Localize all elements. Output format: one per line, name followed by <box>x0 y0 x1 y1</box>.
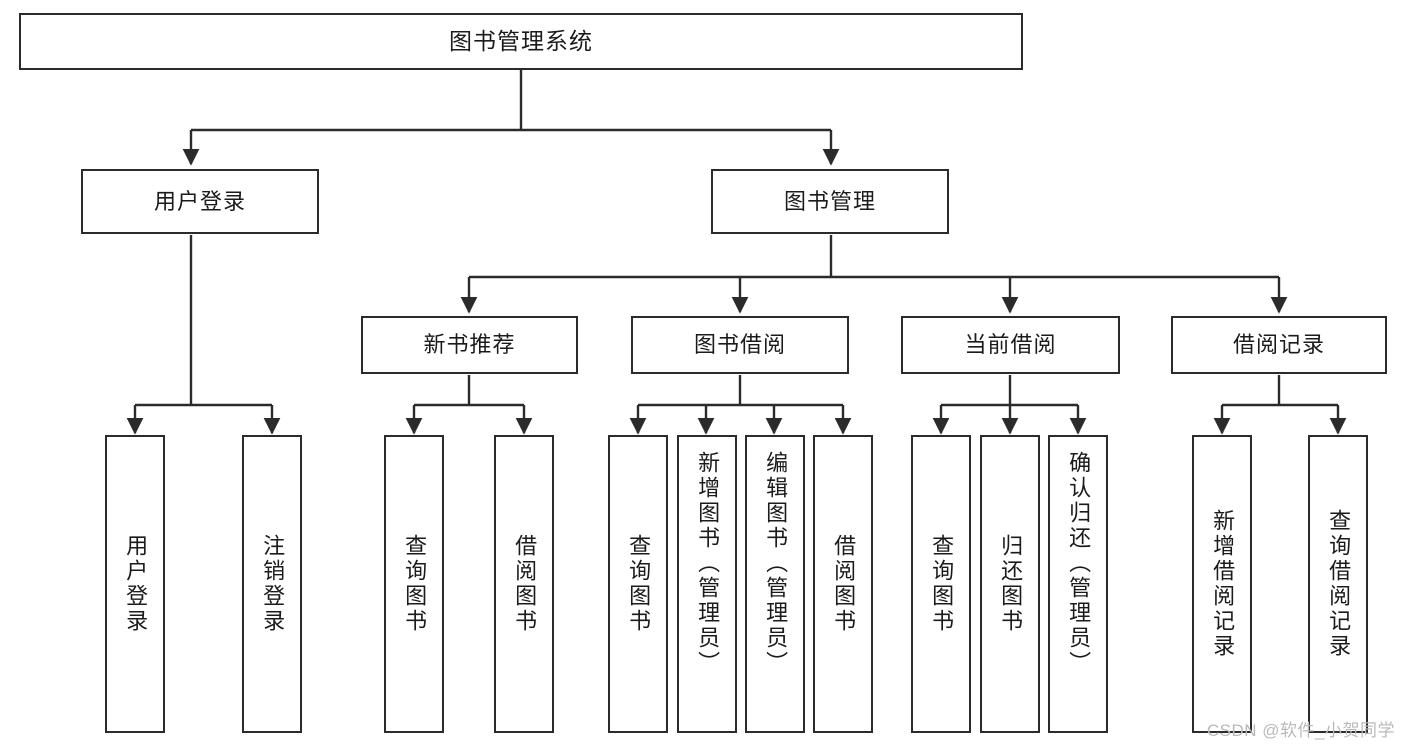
node-label: 新增图书（管理员） <box>695 451 721 676</box>
node-label: 查询借阅记录 <box>1326 509 1352 659</box>
node-label: 用户登录 <box>153 188 246 214</box>
node-label: 归还图书 <box>998 534 1024 634</box>
node-label: 编辑图书（管理员） <box>763 451 789 676</box>
node-label: 查询图书 <box>402 534 428 634</box>
node-root-book-management-system[interactable]: 图书管理系统 <box>19 13 1023 70</box>
node-book-borrowing[interactable]: 图书借阅 <box>631 316 849 374</box>
leaf-borrow-query-book[interactable]: 查询图书 <box>608 435 668 733</box>
leaf-recommend-query-book[interactable]: 查询图书 <box>384 435 444 733</box>
leaf-current-confirm-return-admin[interactable]: 确认归还（管理员） <box>1048 435 1108 733</box>
node-label: 图书管理 <box>783 188 876 214</box>
node-label: 注销登录 <box>260 534 286 634</box>
leaf-user-login-logout[interactable]: 注销登录 <box>242 435 302 733</box>
node-new-book-recommendation[interactable]: 新书推荐 <box>361 316 578 374</box>
csdn-watermark: CSDN @软件_小贺同学 <box>1206 721 1395 740</box>
node-label: 新书推荐 <box>423 332 516 358</box>
node-current-borrowing[interactable]: 当前借阅 <box>901 316 1120 374</box>
leaf-current-query-book[interactable]: 查询图书 <box>911 435 971 733</box>
node-label: 查询图书 <box>626 534 652 634</box>
leaf-user-login-login[interactable]: 用户登录 <box>105 435 165 733</box>
node-user-login[interactable]: 用户登录 <box>81 169 319 234</box>
leaf-current-return-book[interactable]: 归还图书 <box>980 435 1040 733</box>
node-label: 确认归还（管理员） <box>1066 451 1092 676</box>
leaf-recommend-borrow-book[interactable]: 借阅图书 <box>494 435 554 733</box>
node-label: 图书借阅 <box>693 332 786 358</box>
node-label: 借阅图书 <box>512 534 538 634</box>
leaf-record-query-borrow-record[interactable]: 查询借阅记录 <box>1308 435 1368 733</box>
leaf-record-add-borrow-record[interactable]: 新增借阅记录 <box>1192 435 1252 733</box>
node-label: 当前借阅 <box>964 332 1057 358</box>
node-label: 查询图书 <box>929 534 955 634</box>
leaf-borrow-add-book-admin[interactable]: 新增图书（管理员） <box>677 435 737 733</box>
node-borrow-records[interactable]: 借阅记录 <box>1171 316 1387 374</box>
node-book-management[interactable]: 图书管理 <box>711 169 949 234</box>
node-label: 借阅图书 <box>831 534 857 634</box>
leaf-borrow-edit-book-admin[interactable]: 编辑图书（管理员） <box>745 435 805 733</box>
node-label: 借阅记录 <box>1232 332 1325 358</box>
node-label: 图书管理系统 <box>449 28 593 55</box>
leaf-borrow-borrow-book[interactable]: 借阅图书 <box>813 435 873 733</box>
node-label: 新增借阅记录 <box>1210 509 1236 659</box>
node-label: 用户登录 <box>123 534 149 634</box>
